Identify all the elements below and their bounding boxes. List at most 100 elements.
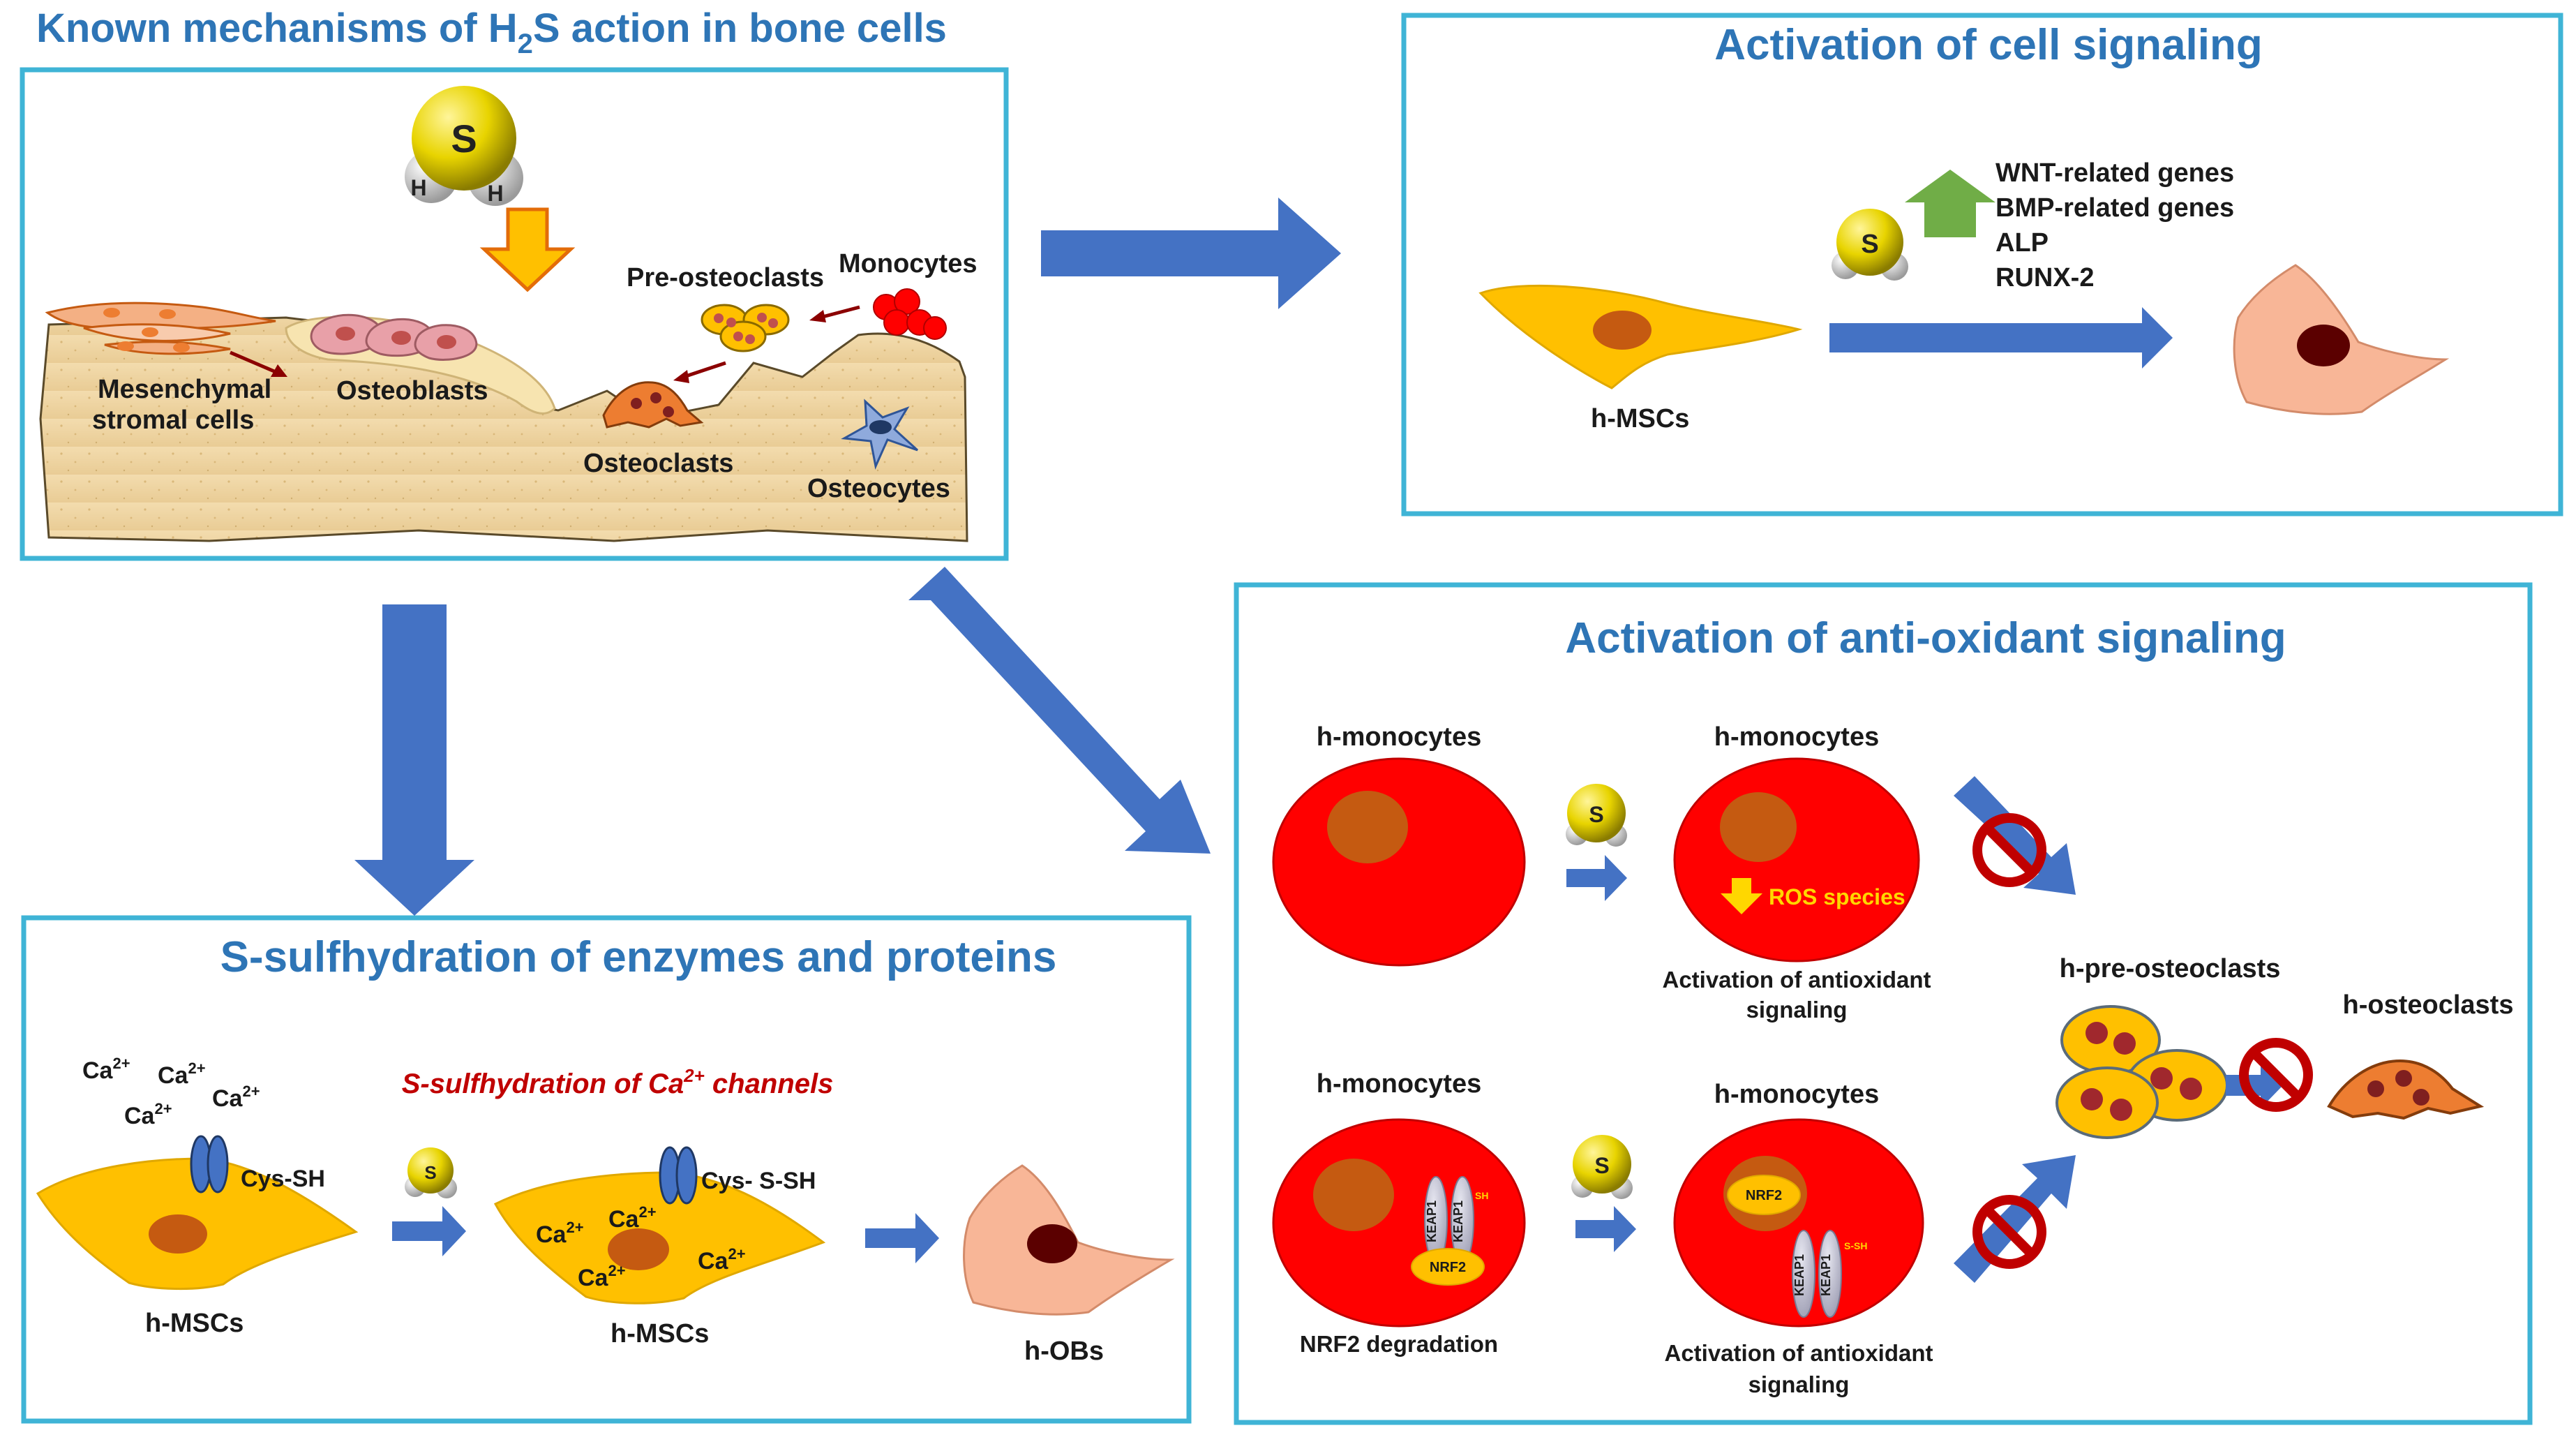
sulf-hmsc-nucleus-2 [608, 1228, 669, 1270]
arrow-to-cell-signaling [1041, 198, 1341, 309]
svg-text:H: H [410, 175, 426, 200]
svg-text:Ca2+: Ca2+ [212, 1083, 260, 1112]
sulfhydration-subtitle: S-sulfhydration of Ca2+ channels [402, 1065, 834, 1099]
panel-cell-signaling-frame [1401, 13, 2563, 516]
svg-text:Ca2+: Ca2+ [82, 1055, 130, 1084]
svg-text:NRF2: NRF2 [1430, 1260, 1466, 1275]
svg-text:Ca2+: Ca2+ [536, 1219, 584, 1248]
label-cys-sh: Cys-SH [241, 1166, 325, 1192]
h2s-small-icon: S [405, 1147, 457, 1198]
gene-list: WNT-related genes BMP-related genes ALP … [1995, 158, 2234, 292]
panel-cell-signaling: Activation of cell signaling h-MSCs S WN… [1401, 13, 2563, 516]
block-icon [1972, 813, 2046, 887]
arrow-preosteoclasts-to-osteoclasts [673, 361, 726, 383]
panel-sulfhydration-title: S-sulfhydration of enzymes and proteins [220, 933, 1057, 981]
label-preosteoclasts: Pre-osteoclasts [627, 263, 824, 292]
gene-item: WNT-related genes [1995, 158, 2234, 188]
osteoblast-nucleus [2297, 325, 2350, 366]
h2s-down-arrow [479, 207, 576, 292]
calcium-channel-icon [190, 1135, 229, 1194]
ao-arrow-row1 [1566, 855, 1627, 901]
label-hobs: h-OBs [1024, 1337, 1104, 1366]
label-msc-2: stromal cells [92, 406, 254, 435]
label-hmonocytes-4: h-monocytes [1714, 1080, 1879, 1109]
panel-known-mechanisms: Known mechanisms of H2S action in bone c… [20, 6, 1009, 561]
label-hmonocytes-2: h-monocytes [1714, 722, 1879, 752]
label-sulf-hmscs-1: h-MSCs [145, 1309, 244, 1338]
label-cs-hmscs: h-MSCs [1591, 404, 1689, 433]
nrf2-nuclear-icon: NRF2 [1727, 1175, 1801, 1215]
svg-text:S: S [451, 117, 477, 161]
panel-sulfhydration: S-sulfhydration of enzymes and proteins … [21, 915, 1192, 1424]
monocytes-icon [873, 288, 947, 340]
h2s-small-icon: S [1832, 209, 1908, 281]
hob-nucleus [1027, 1224, 1077, 1263]
label-hmonocytes-3: h-monocytes [1317, 1069, 1481, 1099]
gene-item: ALP [1995, 228, 2049, 258]
sulf-hmsc-nucleus-1 [149, 1214, 207, 1254]
label-msc-1: Mesenchymal [98, 375, 271, 404]
svg-text:KEAP1: KEAP1 [1819, 1254, 1833, 1296]
mesenchymal-cells-icon [45, 302, 276, 355]
h2s-small-icon: S [1566, 784, 1627, 847]
label-cys-ssh: Cys- S-SH [701, 1168, 816, 1194]
arrow-monocytes-to-preosteoclasts [809, 305, 860, 322]
label-h-preosteoclasts: h-pre-osteoclasts [2060, 954, 2281, 983]
hmonocyte-cell-2 [1673, 757, 1920, 962]
panel-known-title: Known mechanisms of H2S action in bone c… [36, 6, 947, 59]
hmonocyte-nucleus-3 [1313, 1159, 1394, 1231]
hmonocyte-cell-3 [1272, 1118, 1526, 1328]
calcium-ions-inside: Ca2+ Ca2+ Ca2+ Ca2+ [536, 1203, 746, 1291]
gene-item: BMP-related genes [1995, 193, 2234, 223]
label-monocytes: Monocytes [839, 249, 977, 278]
hmonocyte-nucleus-2 [1720, 792, 1797, 862]
gene-item: RUNX-2 [1995, 263, 2094, 292]
label-activation-2a: Activation of antioxidant [1664, 1340, 1933, 1366]
svg-text:S: S [1861, 230, 1878, 259]
svg-text:S: S [1589, 802, 1603, 827]
arrow-to-sulfhydration [354, 604, 474, 916]
h-osteoclast-icon [2327, 1059, 2485, 1120]
svg-text:KEAP1: KEAP1 [1451, 1200, 1465, 1242]
svg-text:Ca2+: Ca2+ [158, 1059, 206, 1089]
svg-text:S-SH: S-SH [1844, 1240, 1867, 1251]
panel-antioxidant: Activation of anti-oxidant signaling h-m… [1234, 582, 2533, 1425]
hmonocyte-cell-1 [1272, 757, 1526, 967]
keap1-ssh-icon: KEAP1 KEAP1 S-SH [1792, 1230, 1867, 1318]
label-hmonocytes-1: h-monocytes [1317, 722, 1481, 752]
panel-cell-signaling-title: Activation of cell signaling [1714, 21, 2262, 69]
svg-text:Ca2+: Ca2+ [698, 1245, 746, 1274]
svg-text:Ca2+: Ca2+ [608, 1203, 657, 1233]
svg-text:NRF2: NRF2 [1746, 1188, 1782, 1203]
h2s-small-icon: S [1571, 1135, 1633, 1199]
calcium-ions-left: Ca2+ Ca2+ Ca2+ Ca2+ [82, 1055, 260, 1129]
arrow-to-antioxidant [908, 567, 1211, 854]
block-icon [2239, 1038, 2313, 1112]
sulf-arrow-2 [865, 1213, 939, 1263]
keap1-complex-icon: KEAP1 KEAP1 SH NRF2 [1411, 1176, 1488, 1286]
ao-arrow-row2 [1575, 1206, 1636, 1252]
label-activation-2b: signaling [1748, 1371, 1850, 1397]
label-osteoblasts: Osteoblasts [336, 376, 488, 406]
svg-text:Ca2+: Ca2+ [124, 1100, 172, 1129]
h-preosteoclasts-icon [2055, 1005, 2229, 1139]
arrow-msc-to-osteoblasts [230, 350, 287, 377]
label-activation-1a: Activation of antioxidant [1662, 967, 1931, 992]
ao-arrow-to-preosteoclasts-1 [1954, 776, 2076, 895]
preosteoclasts-icon [701, 304, 790, 352]
svg-text:KEAP1: KEAP1 [1425, 1200, 1439, 1242]
arrow-msc-to-ob [1829, 307, 2173, 369]
green-up-arrow [1905, 170, 1995, 237]
svg-text:Ca2+: Ca2+ [578, 1262, 626, 1291]
ros-down-arrow [1721, 878, 1762, 914]
label-sulf-hmscs-2: h-MSCs [611, 1319, 709, 1348]
svg-text:H: H [487, 181, 503, 206]
label-ros-species: ROS species [1769, 884, 1905, 909]
osteocyte-icon [841, 399, 919, 470]
calcium-channel-icon [659, 1146, 698, 1205]
label-activation-1b: signaling [1746, 997, 1848, 1023]
sulf-arrow-1 [392, 1206, 466, 1256]
label-h-osteoclasts: h-osteoclasts [2343, 990, 2514, 1020]
svg-text:S: S [1594, 1153, 1609, 1178]
osteoclast-icon [602, 381, 704, 429]
